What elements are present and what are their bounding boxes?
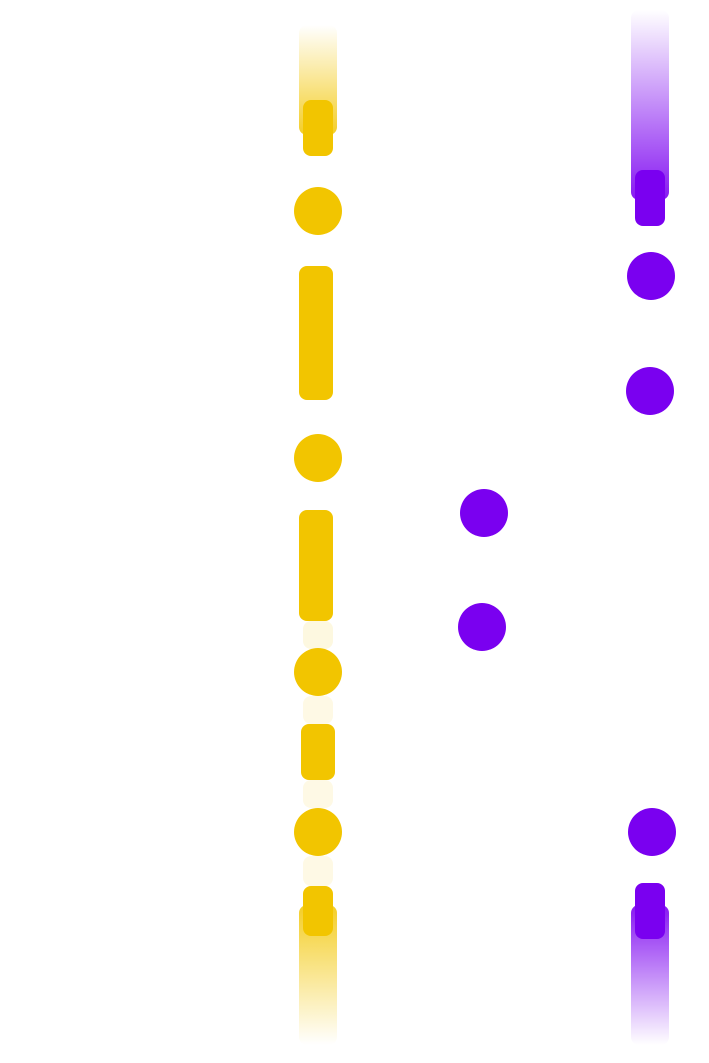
yellow-line-segment bbox=[299, 266, 333, 400]
purple-line-station bbox=[460, 489, 508, 537]
yellow-line-station bbox=[294, 434, 342, 482]
yellow-line-bottom-fade-segment bbox=[299, 905, 337, 1045]
purple-line-bottom-fade-segment bbox=[631, 905, 669, 1045]
yellow-line-segment bbox=[299, 510, 333, 621]
purple-line-top-fade-segment bbox=[631, 10, 669, 200]
purple-line-station bbox=[628, 808, 676, 856]
purple-line-station bbox=[626, 367, 674, 415]
purple-line-station bbox=[458, 603, 506, 651]
yellow-line-faint-link bbox=[303, 621, 333, 649]
yellow-line-segment bbox=[301, 724, 335, 780]
yellow-line-faint-link bbox=[303, 696, 333, 724]
yellow-line-station bbox=[294, 187, 342, 235]
purple-line-segment bbox=[635, 170, 665, 226]
yellow-line-station bbox=[294, 808, 342, 856]
yellow-line-faint-link bbox=[303, 780, 333, 808]
yellow-line-segment bbox=[303, 100, 333, 156]
purple-line-station bbox=[627, 252, 675, 300]
yellow-line-station bbox=[294, 648, 342, 696]
yellow-line-faint-link bbox=[303, 856, 333, 886]
